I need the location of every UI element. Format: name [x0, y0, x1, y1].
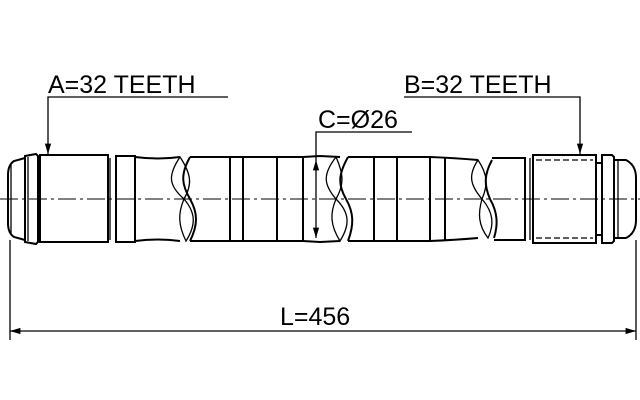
break-mark-3 — [471, 158, 498, 240]
shaft-middle — [190, 154, 341, 244]
break-mark-1 — [170, 155, 197, 243]
shaft-right-end — [492, 154, 637, 244]
break-mark-2 — [325, 155, 354, 243]
diameter-label: C=Ø26 — [318, 106, 398, 134]
shaft-right-middle — [348, 156, 479, 242]
shaft-left-end — [7, 152, 181, 246]
length-label: L=456 — [280, 303, 350, 331]
spline-a-label: A=32 TEETH — [48, 71, 196, 99]
spline-a-leader — [44, 96, 228, 154]
diameter-leader — [315, 131, 412, 160]
spline-b-label: B=32 TEETH — [404, 71, 552, 99]
spline-b-leader — [404, 96, 584, 154]
